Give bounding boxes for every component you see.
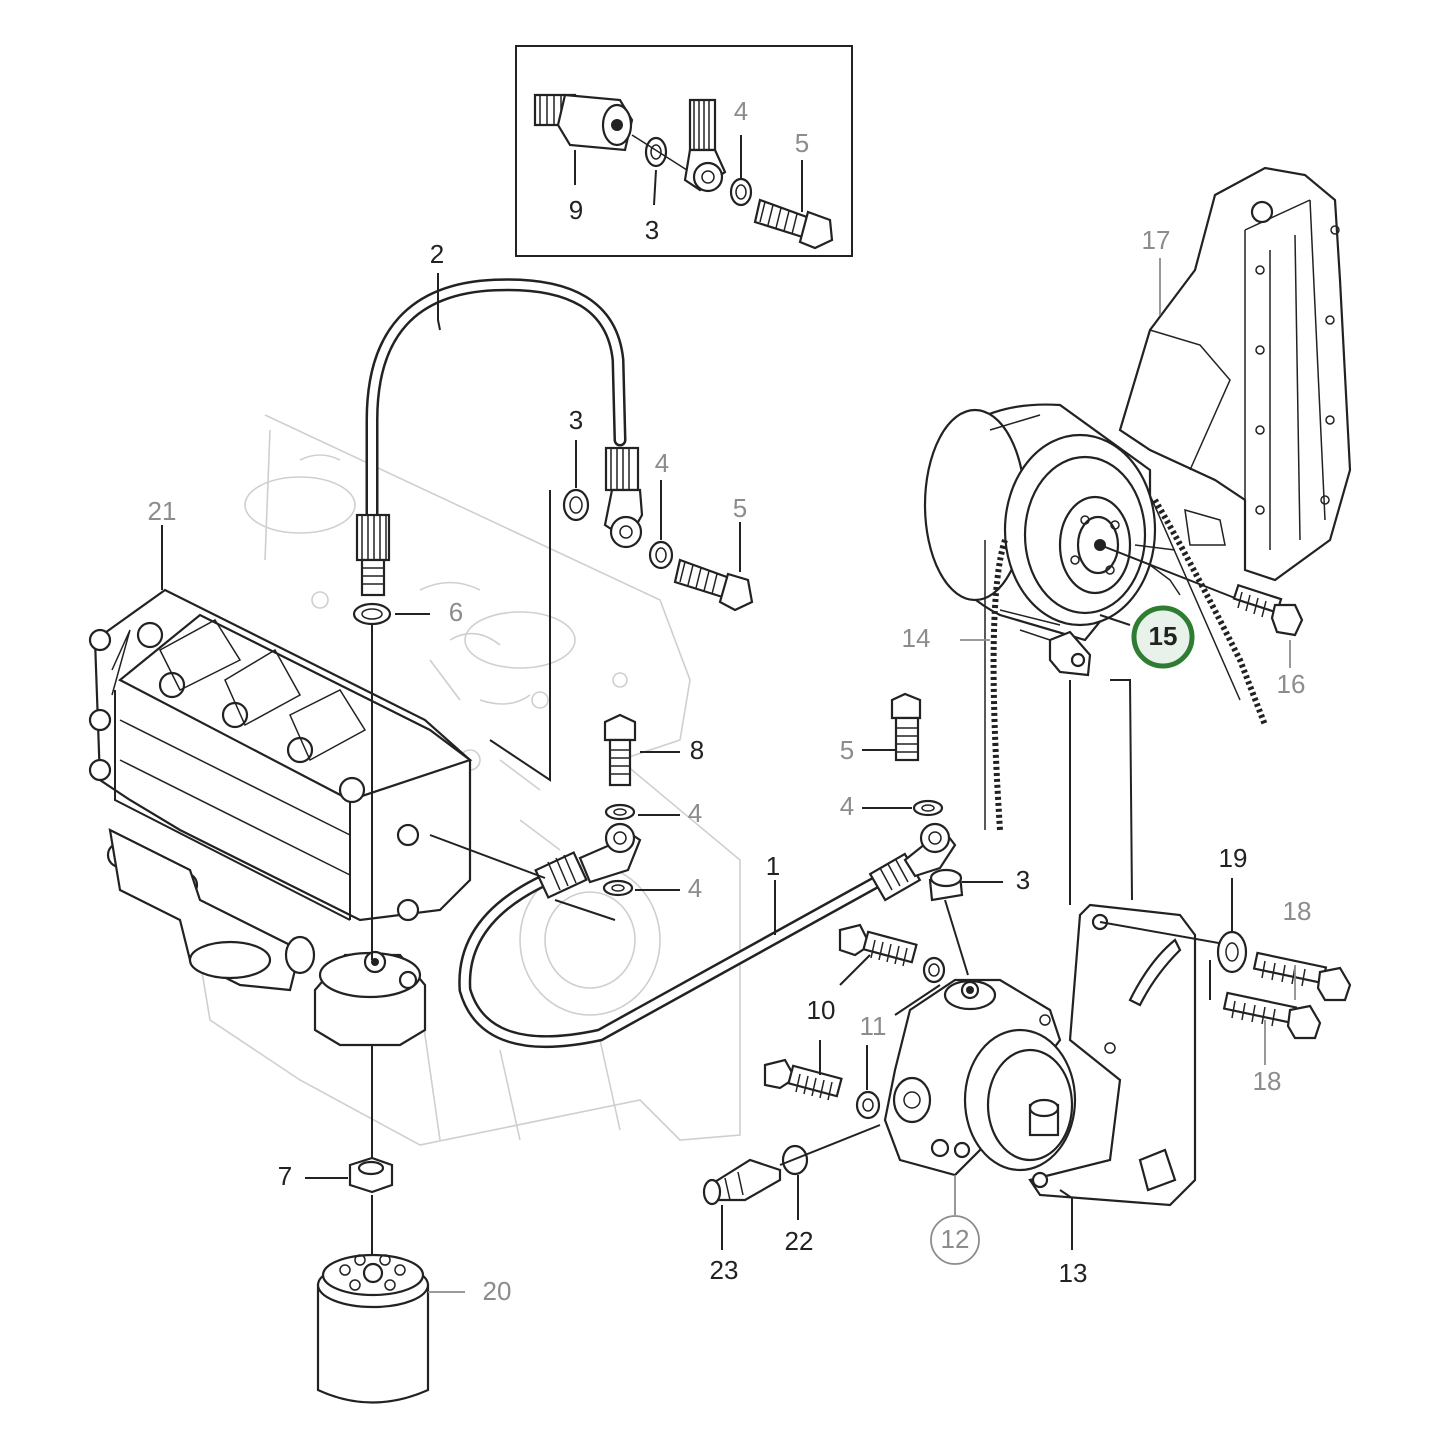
callout-19: 19 — [1219, 843, 1248, 873]
callout-4-c: 4 — [840, 791, 854, 821]
bolts-10-11 — [763, 923, 946, 1120]
callout-22: 22 — [785, 1226, 814, 1256]
washer-6 — [352, 602, 430, 1160]
bracket-17 — [1118, 166, 1352, 582]
fittings-lower — [862, 692, 1003, 976]
callout-3-low: 3 — [1016, 865, 1030, 895]
callout-6: 6 — [449, 597, 463, 627]
bolts-18-washer-19 — [1209, 878, 1352, 1065]
callout-4-mid: 4 — [655, 448, 669, 478]
callout-2: 2 — [430, 239, 444, 269]
detail-inset — [515, 45, 853, 257]
callout-1: 1 — [766, 851, 780, 881]
callout-17: 17 — [1142, 225, 1171, 255]
callout-12: 12 — [941, 1224, 970, 1254]
callout-10: 10 — [807, 995, 836, 1025]
callout-20: 20 — [483, 1276, 512, 1306]
hose-1 — [429, 822, 957, 1049]
callout-labels: 1 2 3 3 3 4 4 4 4 4 5 5 5 6 7 8 9 10 11 … — [148, 96, 1312, 1306]
callout-5-low: 5 — [840, 735, 854, 765]
callout-14: 14 — [902, 623, 931, 653]
callout-3-mid: 3 — [569, 405, 583, 435]
nut-7-filter-20 — [305, 1156, 465, 1404]
bolt-8 — [602, 713, 680, 897]
bracket-13 — [1028, 679, 1231, 1250]
callout-7: 7 — [278, 1161, 292, 1191]
callout-11: 11 — [860, 1011, 887, 1041]
callout-9: 9 — [569, 195, 583, 225]
callout-12-circle: 12 — [930, 1215, 980, 1265]
callout-18-a: 18 — [1283, 896, 1312, 926]
fitting-22-23 — [702, 1124, 881, 1250]
bolt-16 — [1232, 583, 1304, 668]
callout-15-highlight[interactable]: 15 — [1131, 605, 1195, 669]
callout-4-b: 4 — [688, 873, 702, 903]
callout-21: 21 — [148, 496, 177, 526]
callout-13: 13 — [1059, 1258, 1088, 1288]
callout-18-b: 18 — [1253, 1066, 1282, 1096]
hose-2 — [355, 273, 644, 597]
callout-5-mid: 5 — [733, 493, 747, 523]
callout-5-inset: 5 — [795, 128, 809, 158]
belt-14 — [960, 494, 1268, 831]
callout-4-a: 4 — [688, 798, 702, 828]
callout-4-inset: 4 — [734, 96, 748, 126]
callout-3-inset: 3 — [645, 215, 659, 245]
oil-cooler-housing — [88, 525, 473, 1047]
callout-16: 16 — [1277, 669, 1306, 699]
oil-pump — [883, 978, 1077, 1215]
fittings-upper — [489, 440, 754, 782]
callout-8: 8 — [690, 735, 704, 765]
callout-23: 23 — [710, 1255, 739, 1285]
callout-15: 15 — [1149, 621, 1178, 651]
alternator-15 — [923, 403, 1241, 677]
